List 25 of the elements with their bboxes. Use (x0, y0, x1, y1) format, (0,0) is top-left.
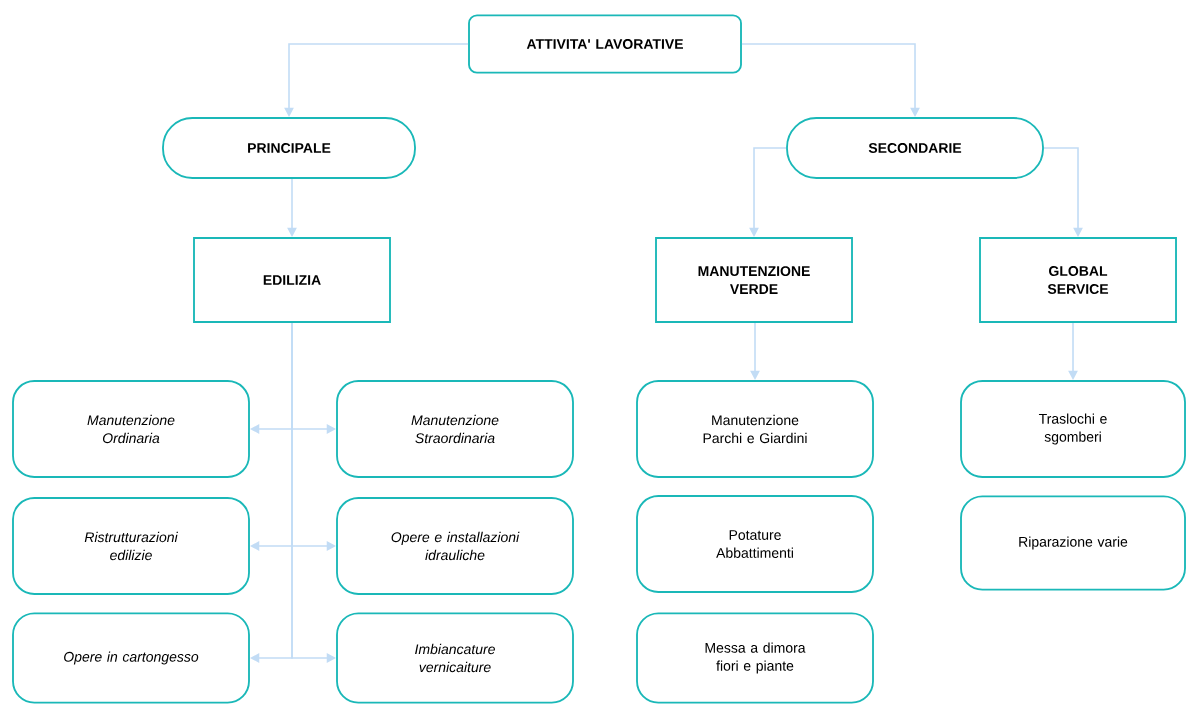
activity-box: Messa a dimora fiori e piante (636, 612, 874, 704)
arrow (741, 43, 920, 117)
activity-box: Potature Abbattimenti (636, 495, 874, 593)
arrow (749, 147, 787, 237)
activity-box: Imbiancature vernicaiture (336, 612, 574, 704)
activity-box: Traslochi e sgomberi (960, 380, 1186, 478)
title-box: ATTIVITA' LAVORATIVE (468, 14, 742, 74)
activity-box: Riparazione varie (960, 495, 1186, 591)
section-box: EDILIZIA (193, 237, 391, 323)
arrow (284, 43, 469, 117)
section-box: MANUTENZIONE VERDE (655, 237, 853, 323)
activity-box: Opere e installazioni idrauliche (336, 497, 574, 595)
arrow (287, 178, 297, 237)
arrow (750, 322, 760, 380)
activity-box: Manutenzione Parchi e Giardini (636, 380, 874, 478)
arrow (1043, 147, 1083, 237)
activity-box: Opere in cartongesso (12, 612, 250, 704)
category-pill: PRINCIPALE (162, 117, 416, 179)
activity-box: Manutenzione Ordinaria (12, 380, 250, 478)
category-pill: SECONDARIE (786, 117, 1044, 179)
activity-box: Ristrutturazioni edilizie (12, 497, 250, 595)
section-box: GLOBAL SERVICE (979, 237, 1177, 323)
arrow (291, 322, 336, 663)
activity-box: Manutenzione Straordinaria (336, 380, 574, 478)
arrow (1068, 322, 1078, 380)
